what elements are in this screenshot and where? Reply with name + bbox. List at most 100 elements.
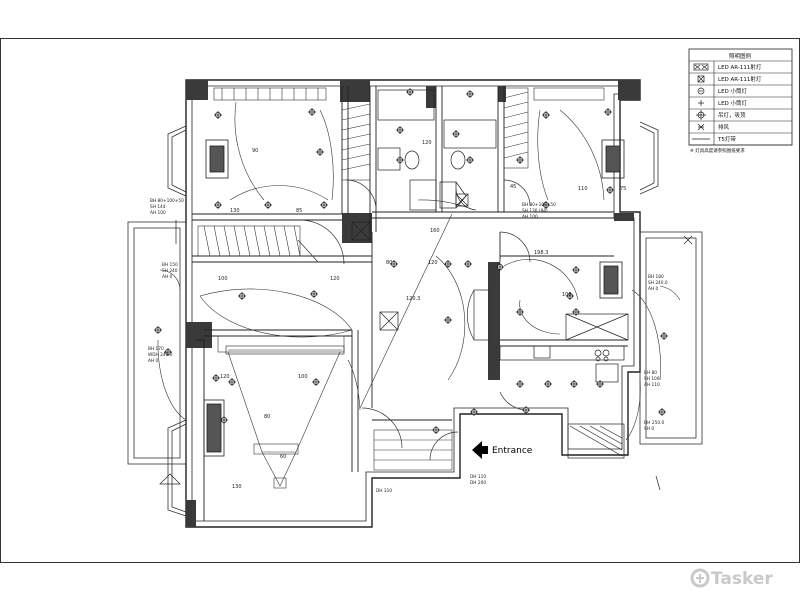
downlight-icon xyxy=(432,426,440,434)
downlight-icon xyxy=(697,87,705,95)
dimension-label: 130 xyxy=(230,208,240,214)
bathroom-fixtures xyxy=(377,89,497,211)
downlight-icon xyxy=(516,156,524,164)
svg-text:BH 80+100+50: BH 80+100+50 xyxy=(522,202,556,208)
dimension-label: 85 xyxy=(296,208,302,214)
dimension-label: 80 xyxy=(386,260,392,266)
wall-solid-blocks xyxy=(186,80,640,527)
legend-row: LED AR-111射灯 xyxy=(689,63,792,74)
svg-text:AH 100: AH 100 xyxy=(522,214,538,220)
legend-item-label: 排风 xyxy=(718,123,730,131)
svg-text:AH 0: AH 0 xyxy=(648,286,659,292)
bay-windows xyxy=(167,121,659,517)
dimension-label: 100 xyxy=(562,292,572,298)
spotlight-beams xyxy=(227,351,341,489)
dimension-label: 75 xyxy=(620,186,626,192)
legend-row: T5灯带 xyxy=(689,135,792,146)
downlight-icon xyxy=(310,290,318,298)
downlight-icon xyxy=(604,108,612,116)
svg-text:SH 144: SH 144 xyxy=(150,204,166,210)
downlight-icon xyxy=(444,260,452,268)
svg-text:BH 180: BH 180 xyxy=(648,274,664,280)
svg-text:BH 170: BH 170 xyxy=(148,346,164,352)
height-note: DH 250.0SH 0 xyxy=(644,420,664,432)
svg-text:WDH 240.0: WDH 240.0 xyxy=(148,352,173,358)
downlight-icon xyxy=(516,308,524,316)
watermark: Tasker xyxy=(690,568,773,589)
balconies xyxy=(127,221,703,465)
downlight-icon xyxy=(572,308,580,316)
entrance-arrow-icon xyxy=(472,441,488,459)
svg-text:SH 0: SH 0 xyxy=(644,426,654,432)
downlight-icon xyxy=(516,380,524,388)
dimension-label: 120 xyxy=(330,276,340,282)
watermark-text: Tasker xyxy=(711,569,773,589)
downlight-icon xyxy=(214,111,222,119)
downlight-icon xyxy=(316,148,324,156)
downlight-icon xyxy=(406,88,414,96)
downlight-icon xyxy=(214,201,222,209)
dimension-label: 120 xyxy=(220,374,230,380)
downlight-icon xyxy=(228,378,236,386)
downlight-icon xyxy=(470,408,478,416)
downlight-icon xyxy=(444,316,452,324)
downlight-icon xyxy=(522,406,530,414)
svg-text:DH 310: DH 310 xyxy=(376,488,392,494)
svg-text:DH 250.0: DH 250.0 xyxy=(644,420,664,426)
svg-text:AH 100: AH 100 xyxy=(150,210,166,216)
exhaust-fans xyxy=(351,193,469,331)
downlight-icon xyxy=(570,380,578,388)
downlight-icon xyxy=(452,130,460,138)
legend-item-label: LED AR-111射灯 xyxy=(718,75,762,83)
legend-row: LED 小筒灯 xyxy=(689,87,792,98)
downlight-icon xyxy=(566,292,574,300)
downlight-icon xyxy=(220,416,228,424)
svg-text:AH 0: AH 0 xyxy=(148,358,159,364)
dimension-label: 198.3 xyxy=(534,250,548,256)
legend-item-label: LED 小筒灯 xyxy=(718,87,748,95)
legend-item-label: LED 小筒灯 xyxy=(718,99,748,107)
downlight-icon xyxy=(396,126,404,134)
downlight-icon xyxy=(320,201,328,209)
beds xyxy=(203,139,625,457)
downlight-icon xyxy=(496,263,504,271)
downlight-icon xyxy=(312,378,320,386)
legend-item-label: 吊灯，吸顶 xyxy=(718,111,746,119)
svg-text:BH 80+100+50: BH 80+100+50 xyxy=(150,198,184,204)
downlight-icon xyxy=(660,332,668,340)
dimension-label: 45 xyxy=(510,184,516,190)
downlight-icon xyxy=(396,156,404,164)
legend-row: LED AR-111射灯 xyxy=(689,75,792,86)
downlight-icon xyxy=(390,260,398,268)
small-downlight-icon xyxy=(698,100,704,106)
section-markers xyxy=(159,220,693,491)
downlight-icon xyxy=(154,326,162,334)
downlight-icon xyxy=(164,348,172,356)
dimension-label: 120 xyxy=(422,140,432,146)
kitchen xyxy=(499,313,629,459)
drawing-frame xyxy=(0,38,800,563)
downlight-icon xyxy=(544,380,552,388)
dimension-label: 80 xyxy=(264,414,270,420)
ceiling-lights xyxy=(154,88,668,434)
legend-note: ※ 灯具高度请参照图纸要求 xyxy=(690,147,745,154)
downlight-icon xyxy=(542,111,550,119)
dimension-label: 120.3 xyxy=(406,296,420,302)
dimension-label: 100 xyxy=(218,276,228,282)
svg-text:BH 80: BH 80 xyxy=(644,370,657,376)
svg-text:SH 130 (84): SH 130 (84) xyxy=(522,208,548,214)
svg-text:AH 0: AH 0 xyxy=(162,274,173,280)
switch-wiring xyxy=(157,101,681,441)
legend-title: 照明图例 xyxy=(729,52,752,60)
downlight-icon xyxy=(542,201,550,209)
tasker-logo-icon xyxy=(690,568,710,588)
entrance-label: Entrance xyxy=(492,446,533,456)
svg-text:AH 110: AH 110 xyxy=(644,382,660,388)
